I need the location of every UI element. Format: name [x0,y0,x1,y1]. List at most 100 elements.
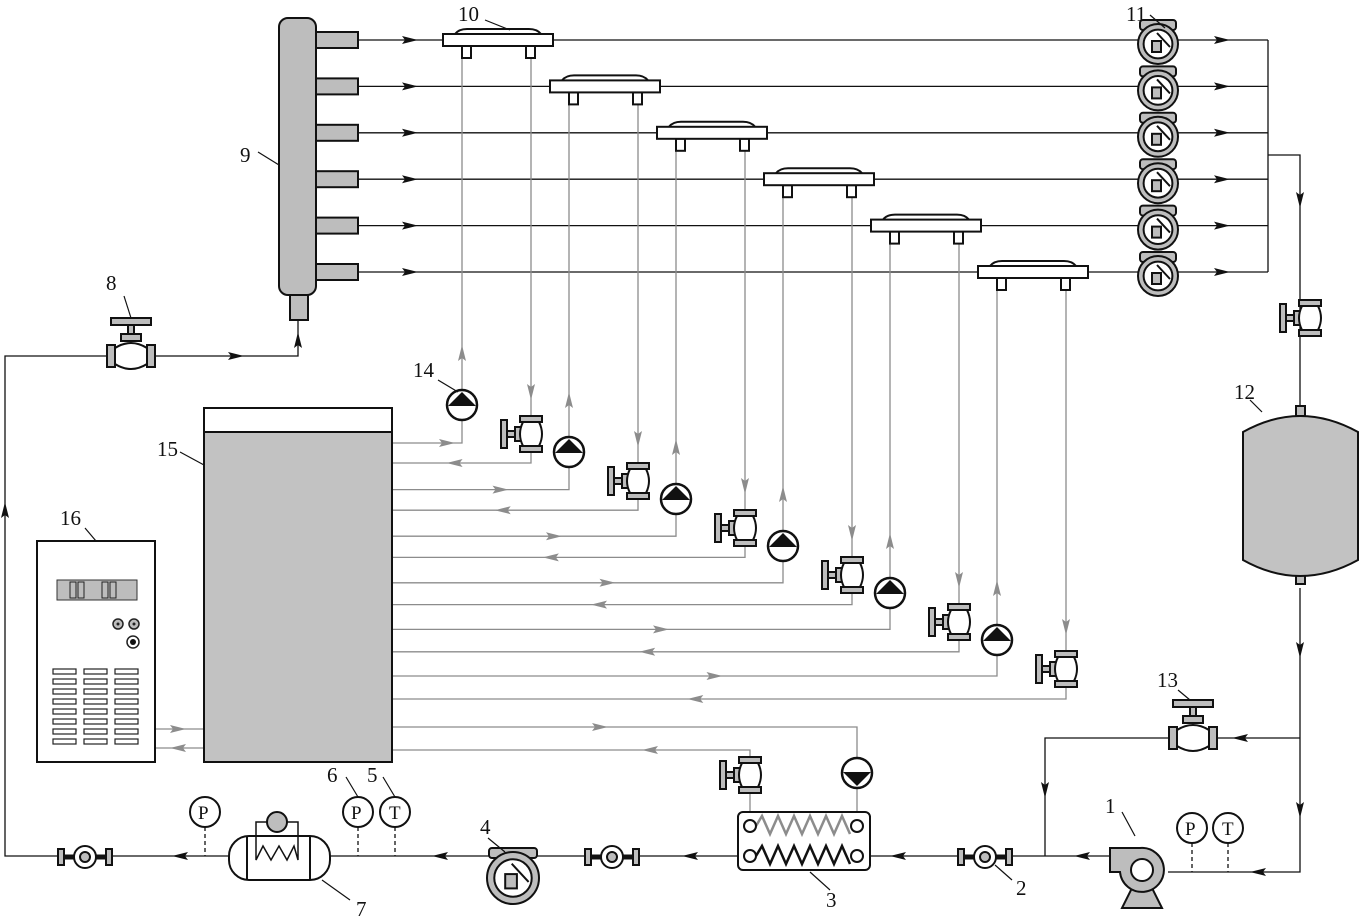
flange [1208,726,1218,750]
valve-body [738,762,762,788]
holder-foot [739,137,750,152]
gauge-letter: P [351,803,362,824]
pipe [1168,588,1301,873]
circulation-pump-icon [840,756,874,790]
valve-body [519,421,543,447]
flow-arrow-icon [591,600,607,609]
flange [1298,329,1322,337]
flowmeter-icon [486,847,540,905]
flow-arrow-icon [1074,852,1090,860]
gauge-icon [189,796,221,828]
flow-arrow-icon [446,459,463,467]
flowmeter-icon [1137,204,1179,251]
holder-lid [882,213,970,221]
label-14: 14 [413,358,435,382]
flow-arrow-icon [741,478,749,494]
flow-arrow-icon [565,392,573,408]
flange [733,509,757,517]
leader-line [809,871,831,891]
flow-arrow-icon [1041,782,1049,798]
flange [738,786,762,794]
holder-foot [461,45,472,59]
leader-line [994,864,1013,881]
flow-arrow-icon [687,695,704,703]
digit-segment [109,581,117,599]
stem [827,571,837,579]
gauge-letter: T [389,803,401,824]
sample-holder-10 [656,120,768,152]
tank-return-pipe [392,687,1067,700]
valve-body [733,515,757,541]
flow-arrow-icon [402,128,418,137]
flow-arrow-icon [402,268,418,276]
inline-flowmeter-icon [57,845,113,869]
vent-slot [114,728,139,735]
heating-element [255,821,299,862]
flange [957,848,965,866]
stem [1041,665,1051,673]
vent-slot [52,718,77,725]
controller-case [36,540,156,763]
leader-line [179,451,205,466]
gauge-dial [1176,812,1208,844]
hx-port [743,819,757,833]
meter-display [1151,86,1162,100]
heater-controller-icon [266,811,288,833]
holder-lid [668,120,756,128]
label-11: 11 [1126,2,1146,26]
hx-supply-pipe [392,726,858,758]
globe-valve-icon [1168,699,1218,752]
flowmeter-icon [1137,65,1179,112]
holder-foot [632,91,643,106]
flow-arrow-icon [294,332,302,348]
holder-foot [525,45,536,59]
knob-dot [116,622,120,626]
holder-plate [870,218,982,233]
holder-plate [656,125,768,140]
holder-foot [675,137,686,152]
flow-arrow-icon [1,502,9,518]
leader-line [1177,689,1191,701]
heater-vessel [228,835,331,881]
vent-slot [52,678,77,685]
meter-needle [1156,217,1171,234]
bonnet [1182,715,1204,724]
meter-needle [1156,32,1171,48]
label-9: 9 [240,143,251,167]
flow-arrow-icon [1296,192,1304,208]
tank-nozzle [1295,405,1306,417]
stem [934,618,944,626]
digit-segment [77,581,85,599]
label-7: 7 [356,897,367,921]
holder-foot [1060,277,1071,291]
flow-arrow-icon [527,384,535,400]
circulation-pump-icon [980,623,1014,657]
label-15: 15 [157,437,178,461]
flange [947,633,971,641]
vent-slot [83,708,108,715]
flow-arrow-icon [439,439,455,447]
vent-slot [83,678,108,685]
flow-arrow-icon [402,221,418,230]
leader-line [1249,399,1263,413]
flange [733,539,757,547]
hx-coil-cold [754,842,852,868]
flow-arrow-icon [458,345,466,361]
pump-triangle [769,533,797,547]
label-12: 12 [1234,380,1255,404]
stem [613,477,623,485]
meter-needle [1156,171,1171,187]
holder-lid [775,167,863,174]
valve-body [840,562,864,588]
components [36,14,1359,909]
vent-slot [114,698,139,705]
flange [632,848,640,866]
sample-holder-10 [870,213,982,245]
sample-holder-10 [442,28,554,59]
flow-arrow-icon [639,647,656,656]
hx-port [850,819,864,833]
vent-slot [52,738,77,745]
flow-arrow-icon [1232,734,1248,742]
